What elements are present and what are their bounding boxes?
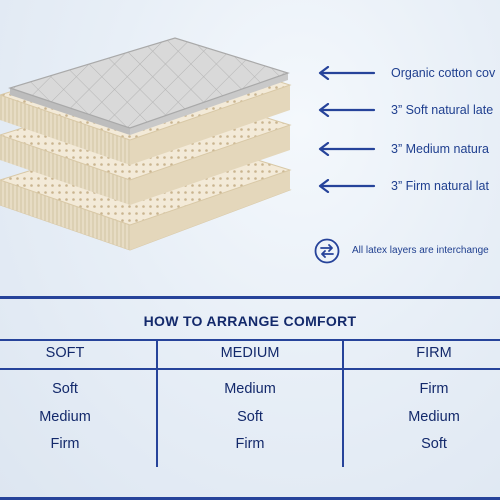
column-header-medium: MEDIUM <box>220 345 280 361</box>
comfort-arrangement-table: HOW TO ARRANGE COMFORT SOFT MEDIUM FIRM … <box>0 296 500 500</box>
table-title: HOW TO ARRANGE COMFORT <box>143 313 357 329</box>
layer-label-soft: 3” Soft natural late <box>391 103 494 117</box>
left-arrow-icon <box>318 142 376 156</box>
mattress-layers-illustration <box>0 37 292 251</box>
left-arrow-icon <box>318 66 376 80</box>
divider <box>0 497 500 500</box>
divider <box>0 296 500 299</box>
table-cell: Firm <box>50 436 80 452</box>
table-cell: Soft <box>421 436 447 452</box>
left-arrow-icon <box>318 103 376 117</box>
column-divider <box>342 339 344 467</box>
interchangeable-note: All latex layers are interchange <box>352 245 489 256</box>
cotton-cover-layer <box>8 37 290 135</box>
column-header-firm: FIRM <box>416 345 452 361</box>
divider <box>0 368 500 370</box>
table-cell: Medium <box>224 381 276 397</box>
layer-label-cover: Organic cotton cov <box>391 66 496 80</box>
left-arrow-icon <box>318 179 376 193</box>
table-cell: Medium <box>408 409 460 425</box>
table-cell: Soft <box>237 409 263 425</box>
column-header-soft: SOFT <box>45 345 85 361</box>
column-divider <box>156 339 158 467</box>
table-cell: Soft <box>52 381 78 397</box>
table-cell: Medium <box>39 409 91 425</box>
table-cell: Firm <box>235 436 265 452</box>
swap-arrows-icon <box>314 238 340 264</box>
layer-label-firm: 3” Firm natural lat <box>391 179 489 193</box>
layer-label-medium: 3” Medium natura <box>391 142 489 156</box>
table-cell: Firm <box>419 381 449 397</box>
divider <box>0 339 500 341</box>
